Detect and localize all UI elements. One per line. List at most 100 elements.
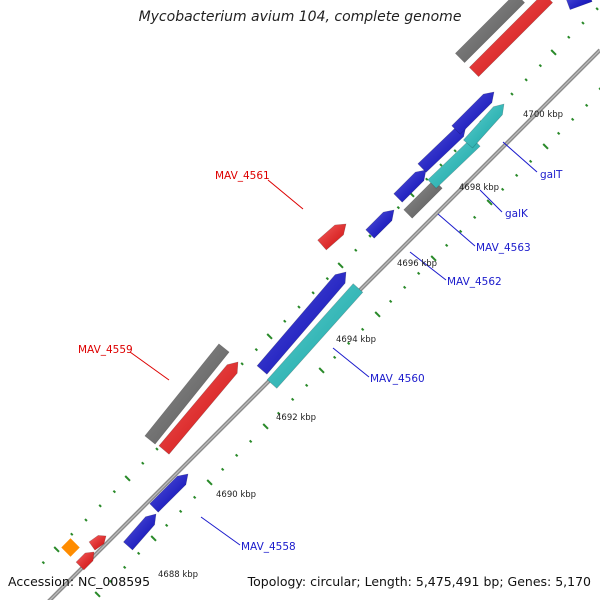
leader-line	[479, 189, 503, 213]
gene-feature-mav-4561[interactable]	[317, 223, 347, 251]
inner-tick-mark	[276, 411, 281, 416]
inner-tick-mark	[332, 355, 337, 360]
tick-label: 4700 kbp	[523, 110, 563, 120]
leader-line	[267, 179, 304, 210]
inner-tick-mark	[416, 271, 421, 276]
leader-line	[437, 213, 476, 247]
inner-tick-mark	[122, 565, 127, 570]
outer-tick-dot	[41, 560, 46, 565]
outer-tick-dot	[453, 149, 457, 153]
inner-tick-mark	[500, 187, 505, 192]
outer-tick-dots	[41, 7, 599, 565]
tick-label: 4698 kbp	[459, 183, 499, 193]
genome-backbone	[47, 48, 600, 600]
outer-tick-dot	[595, 7, 599, 11]
gene-label-mav-4563[interactable]: MAV_4563	[476, 242, 531, 254]
inner-tick-mark	[108, 579, 113, 584]
inner-tick-mark	[164, 523, 169, 528]
inner-tick-mark	[472, 215, 477, 220]
gene-feature-mav-4562[interactable]	[365, 209, 395, 239]
leader-line	[332, 347, 370, 378]
outer-tick-dot	[283, 319, 287, 323]
outer-tick-dot	[240, 362, 244, 366]
outer-tick-dot	[510, 92, 514, 96]
outer-tick-dot	[538, 63, 543, 68]
inner-tick-mark	[178, 509, 183, 514]
outer-tick-dot	[155, 447, 159, 451]
inner-tick-mark	[150, 535, 157, 542]
inner-tick-mark	[248, 439, 253, 444]
inner-tick-mark	[528, 159, 533, 164]
outer-tick-dot	[297, 305, 301, 309]
gene-label-galt[interactable]: galT	[540, 169, 563, 181]
inner-tick-mark	[458, 229, 463, 234]
leader-line	[129, 351, 170, 381]
inner-tick-mark	[402, 285, 407, 290]
inner-tick-mark	[430, 255, 437, 262]
genome-title: Mycobacterium avium 104, complete genome	[138, 9, 462, 25]
inner-tick-mark	[570, 117, 575, 122]
gene-feature-orange[interactable]	[61, 538, 80, 557]
inner-tick-mark	[542, 143, 549, 150]
inner-tick-mark	[290, 397, 295, 402]
inner-tick-marks	[94, 87, 600, 598]
gene-label-galk[interactable]: galK	[505, 208, 529, 220]
outer-tick-dot	[70, 532, 74, 536]
outer-tick-dot	[354, 248, 358, 252]
inner-tick-mark	[486, 199, 493, 206]
outer-tick-dot	[550, 49, 557, 56]
inner-tick-mark	[206, 479, 213, 486]
leader-line	[502, 141, 538, 173]
inner-tick-mark	[374, 311, 381, 318]
outer-tick-dot	[439, 163, 443, 167]
outer-tick-dot	[124, 475, 131, 482]
outer-tick-dot	[524, 78, 528, 82]
tick-label: 4688 kbp	[158, 570, 198, 580]
gene-label-mav-4560[interactable]: MAV_4560	[370, 373, 425, 385]
tick-label: 4692 kbp	[276, 413, 316, 423]
gene-label-mav-4562[interactable]: MAV_4562	[447, 276, 502, 288]
inner-tick-mark	[262, 423, 269, 430]
tick-label: 4696 kbp	[397, 259, 437, 269]
gene-label-mav-4558[interactable]: MAV_4558	[241, 541, 296, 553]
label-leader-lines	[129, 141, 538, 546]
inner-tick-mark	[514, 173, 519, 178]
inner-tick-mark	[220, 467, 225, 472]
gene-features	[61, 0, 593, 571]
inner-tick-mark	[444, 243, 449, 248]
leader-line	[200, 516, 241, 546]
genome-summary-text: Topology: circular; Length: 5,475,491 bp…	[247, 574, 591, 589]
gene-feature-red-small-a[interactable]	[75, 551, 95, 571]
inner-tick-mark	[94, 591, 101, 598]
gene-label-mav-4559[interactable]: MAV_4559	[78, 344, 133, 356]
outer-tick-dot	[396, 205, 401, 210]
outer-tick-dot	[254, 347, 259, 352]
outer-tick-dot	[567, 35, 571, 39]
tick-labels: 4688 kbp 4690 kbp 4692 kbp 4694 kbp 4696 kbp…	[158, 110, 563, 580]
outer-tick-dot	[325, 276, 330, 281]
outer-tick-dot	[311, 291, 315, 295]
gene-feature-blue-corner[interactable]	[566, 0, 593, 10]
tick-label: 4694 kbp	[336, 335, 376, 345]
accession-text: Accession: NC_008595	[8, 574, 151, 589]
inner-tick-mark	[556, 131, 561, 136]
outer-tick-dot	[337, 262, 344, 269]
outer-tick-dot	[368, 234, 372, 238]
outer-tick-dot	[581, 21, 585, 25]
inner-tick-mark	[388, 299, 393, 304]
inner-tick-mark	[192, 495, 197, 500]
inner-tick-mark	[318, 367, 325, 374]
outer-tick-dot	[98, 504, 102, 508]
inner-tick-mark	[136, 551, 141, 556]
tick-label: 4690 kbp	[216, 490, 256, 500]
outer-tick-dot	[112, 489, 117, 494]
outer-tick-dot	[84, 518, 88, 522]
inner-tick-mark	[360, 327, 365, 332]
outer-tick-dot	[141, 461, 145, 465]
leader-line	[409, 251, 447, 281]
gene-label-mav-4561[interactable]: MAV_4561	[215, 170, 270, 182]
outer-tick-dot	[53, 546, 60, 553]
